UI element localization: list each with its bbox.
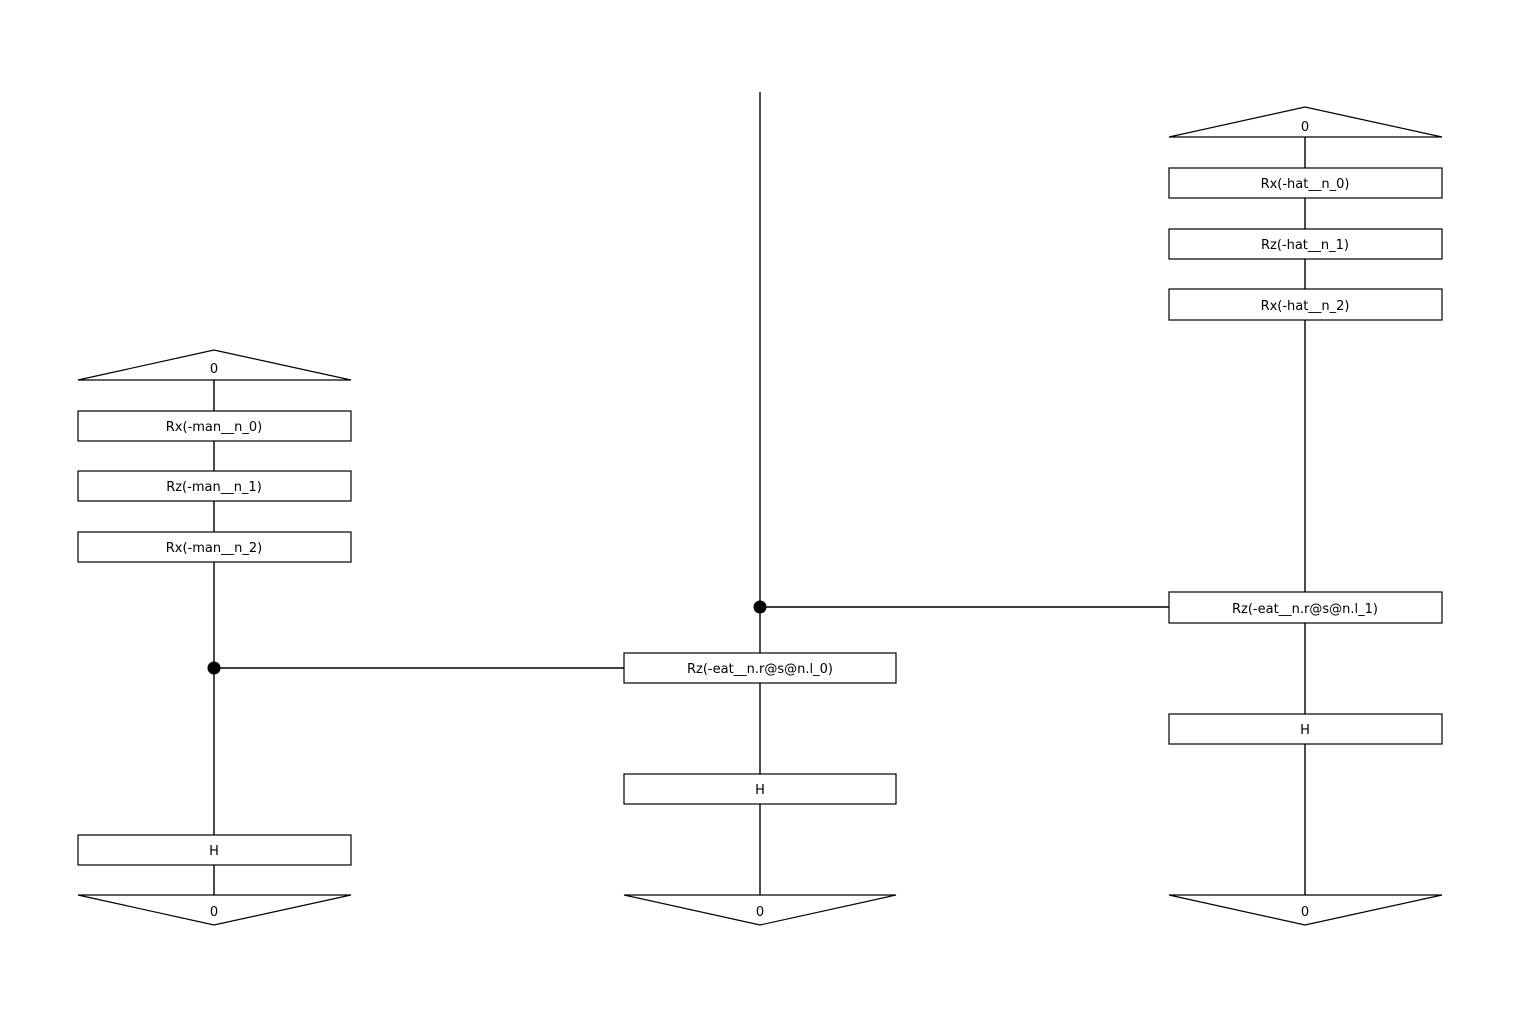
gate-label: H [1300,723,1310,738]
gate-left-2: Rx(-man__n_2) [77,531,352,563]
gate-label: Rx(-hat__n_0) [1261,177,1350,192]
control-dot-left [207,661,221,675]
gate-right-2: Rx(-hat__n_2) [1168,288,1443,321]
discard-middle: 0 [623,894,897,926]
gate-right-1: Rz(-hat__n_1) [1168,228,1443,260]
control-dot-middle [753,600,767,614]
gate-label: H [755,783,765,798]
gate-right-3: Rz(-eat__n.r@s@n.l_1) [1168,591,1443,624]
gate-right-0: Rx(-hat__n_0) [1168,167,1443,199]
gate-middle-1: H [623,773,897,805]
gate-right-4: H [1168,713,1443,745]
discard-left: 0 [77,894,352,926]
gate-label: Rz(-hat__n_1) [1261,238,1349,253]
gate-label: Rz(-eat__n.r@s@n.l_1) [1232,602,1378,617]
discard-label-middle: 0 [756,905,764,920]
gate-left-0: Rx(-man__n_0) [77,410,352,442]
discard-right: 0 [1168,894,1443,926]
gate-left-1: Rz(-man__n_1) [77,470,352,502]
discard-label-right: 0 [1301,905,1309,920]
gate-label: H [209,844,219,859]
gate-label: Rx(-man__n_2) [166,541,262,556]
gate-label: Rx(-man__n_0) [166,420,262,435]
gate-middle-0: Rz(-eat__n.r@s@n.l_0) [623,652,897,684]
gate-label: Rz(-man__n_1) [166,480,262,495]
gate-label: Rx(-hat__n_2) [1261,299,1350,314]
gate-left-3: H [77,834,352,866]
init-label-right: 0 [1301,120,1309,135]
gate-label: Rz(-eat__n.r@s@n.l_0) [687,662,833,677]
init-label-left: 0 [210,362,218,377]
init-state-right: 0 [1168,106,1443,138]
init-state-left: 0 [77,349,352,381]
discard-label-left: 0 [210,905,218,920]
